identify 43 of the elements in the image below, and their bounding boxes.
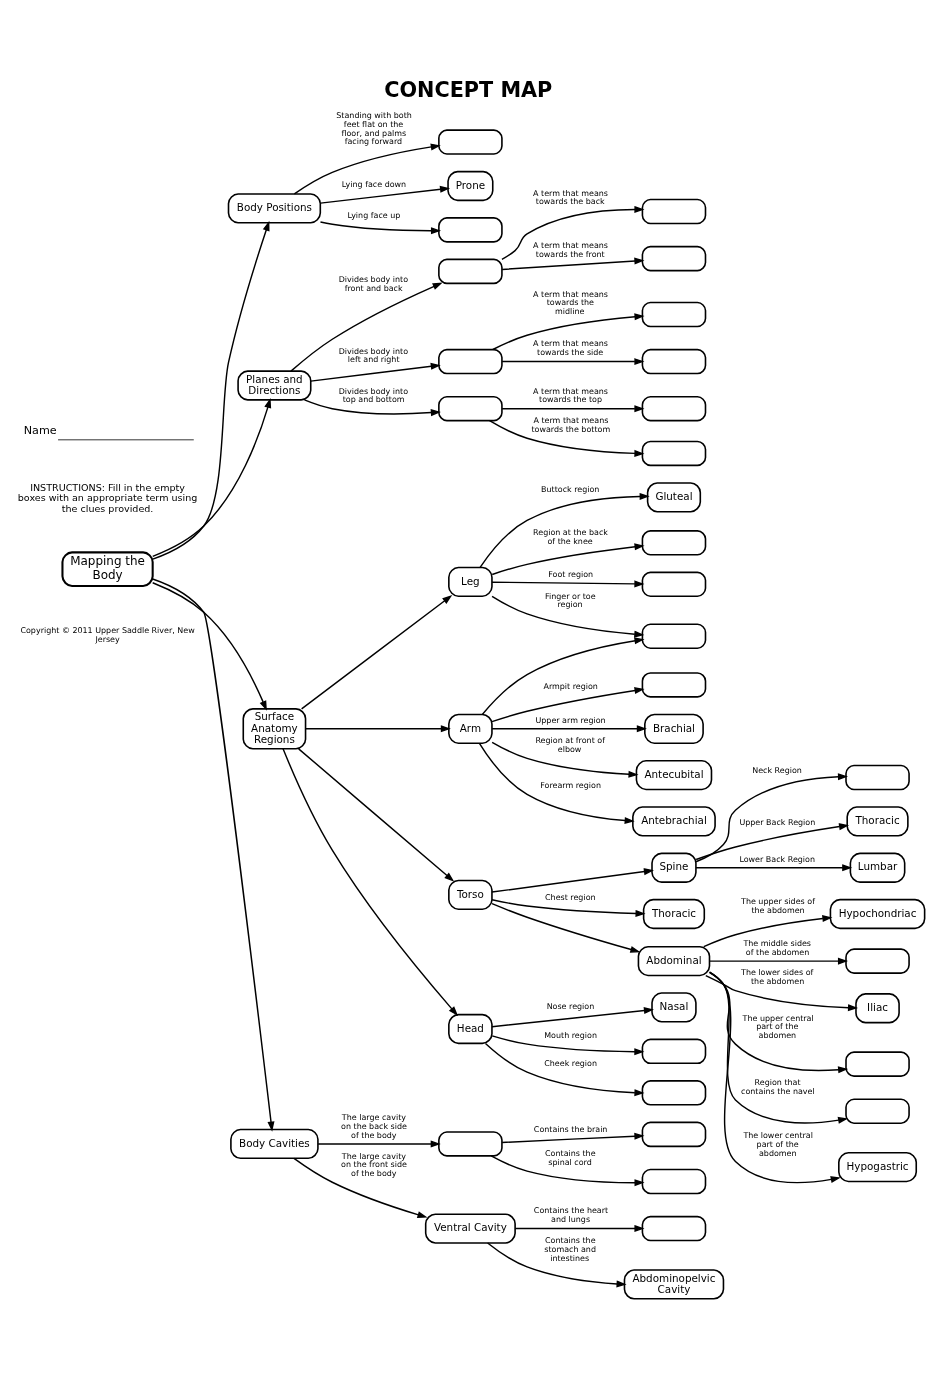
edge-label: Standing with both feet flat on the floor, and palms facing forward <box>336 110 412 146</box>
label: INSTRUCTIONS: Fill in the empty boxes with an appropriate term using the clues provided. <box>17 481 198 514</box>
edge-label: Lower Back Region <box>739 854 815 864</box>
edge-label: Contains the heart and lungs <box>533 1205 609 1224</box>
edge-label: Region at the back of the knee <box>533 527 608 546</box>
edge-label: Contains the spinal cord <box>545 1148 596 1167</box>
edge-label: Mouth region <box>544 1030 597 1040</box>
edge-label: The middle sides of the abdomen <box>743 938 811 957</box>
edge-label: Region at front of elbow <box>535 735 605 754</box>
edge-label: Divides body into front and back <box>338 274 409 293</box>
edge-label: Lying face down <box>341 179 407 189</box>
edge-label: Finger or toe region <box>545 591 596 609</box>
edge-label: Buttock region <box>541 484 600 494</box>
edge-label: Neck Region <box>752 765 802 775</box>
edge-label: Chest region <box>545 892 596 902</box>
edge-label: Upper Back Region <box>739 817 816 827</box>
edge-label: A term that means towards the top <box>533 386 608 404</box>
edge-label: Armpit region <box>543 681 598 691</box>
edge-label: A term that means towards the front <box>533 240 608 259</box>
edge-label: The upper sides of the abdomen <box>741 896 815 915</box>
edge-label: Contains the stomach and intestines <box>544 1235 596 1263</box>
edge-label: Divides body into left and right <box>338 346 409 364</box>
edge-label: The upper central part of the abdomen <box>742 1013 814 1040</box>
label: Name <box>23 423 57 437</box>
edge-label: A term that means towards the side <box>533 338 608 357</box>
label: Copyright © 2011 Upper Saddle River, New Jersey <box>20 625 195 644</box>
edge-label: Upper arm region <box>535 715 606 725</box>
edge-label: Lying face up <box>347 210 401 220</box>
edge-label: Foot region <box>548 569 594 579</box>
diagram-title: CONCEPT MAP <box>384 77 553 102</box>
edge-label: A term that means towards the back <box>533 188 608 206</box>
edge-label: Forearm region <box>540 780 601 790</box>
edge-label: Nose region <box>546 1001 595 1011</box>
edge-label: A term that means towards the bottom <box>531 415 611 434</box>
edge-label: The lower central part of the abdomen <box>743 1130 813 1158</box>
edge-label: The large cavity on the front side of the body <box>341 1151 407 1178</box>
edge-label: The large cavity on the back side of the body <box>341 1112 407 1140</box>
edge-label: Contains the brain <box>533 1124 608 1134</box>
edge-label: Divides body into top and bottom <box>338 386 409 404</box>
edge-label: A term that means towards the midline <box>533 289 608 316</box>
edge-label: The lower sides of the abdomen <box>741 967 814 986</box>
edge-label: Region that contains the navel <box>741 1077 815 1096</box>
edge-label: Cheek region <box>544 1058 598 1068</box>
